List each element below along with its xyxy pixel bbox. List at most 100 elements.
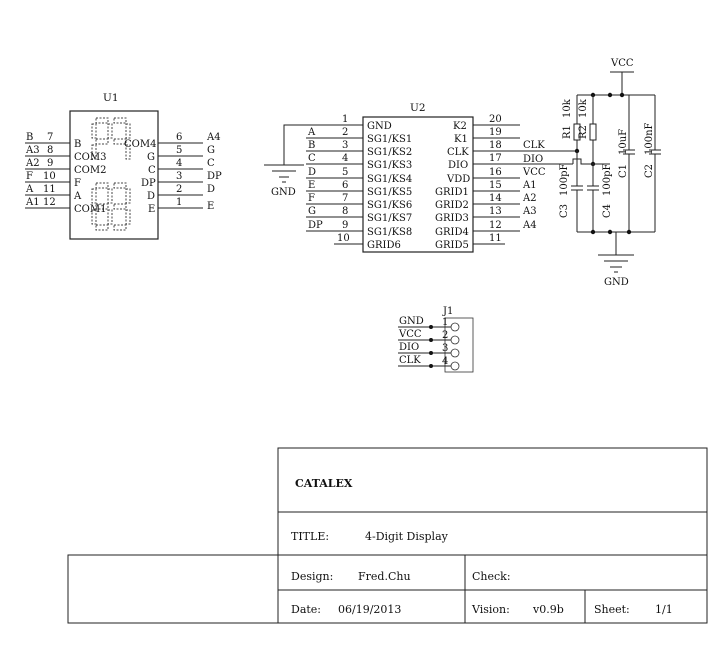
svg-text:10uF: 10uF	[618, 129, 629, 155]
u2-pin-7: F 7 SG1/KS6	[306, 193, 412, 211]
capacitor-c2: C2 100nF	[644, 95, 661, 232]
svg-text:10k: 10k	[578, 98, 589, 118]
svg-text:16: 16	[489, 167, 502, 178]
svg-text:1: 1	[176, 197, 182, 208]
passive-gnd-label: GND	[604, 277, 629, 288]
company-name: CATALEX	[295, 477, 353, 490]
j1-pin-4: CLK 4	[398, 355, 460, 371]
u2-pin-11: GRID5 11	[435, 233, 505, 251]
u2-pin-12: GRID4 12 A4	[435, 220, 537, 238]
svg-text:COM3: COM3	[74, 152, 106, 163]
svg-text:7: 7	[342, 193, 348, 204]
svg-text:K2: K2	[453, 121, 467, 132]
svg-text:DIO: DIO	[399, 342, 419, 353]
svg-text:F: F	[74, 178, 81, 189]
svg-text:1: 1	[442, 317, 448, 328]
title-block: CATALEX TITLE: 4-Digit Display Design: F…	[67, 447, 708, 624]
svg-text:10: 10	[43, 171, 56, 182]
j1-pin-1: GND 1	[398, 316, 460, 332]
svg-text:C: C	[207, 158, 215, 169]
svg-text:CLK: CLK	[447, 147, 469, 158]
svg-text:A1: A1	[522, 180, 537, 191]
svg-text:GRID4: GRID4	[435, 227, 469, 238]
svg-text:3: 3	[176, 171, 182, 182]
svg-text:DIO: DIO	[523, 154, 543, 165]
svg-text:3: 3	[342, 140, 348, 151]
j1-connector: J1 GND 1 VCC 2 DIO 3 CLK 4	[398, 306, 474, 373]
svg-text:3: 3	[442, 343, 448, 354]
svg-text:B: B	[308, 140, 315, 151]
sheet-label: Sheet:	[594, 603, 630, 616]
svg-text:COM2: COM2	[74, 165, 106, 176]
svg-text:E: E	[148, 204, 155, 215]
svg-text:4: 4	[342, 153, 348, 164]
title-label: TITLE:	[291, 530, 329, 543]
u1-pin-10: F 10 F	[25, 171, 81, 189]
svg-text:8: 8	[47, 145, 53, 156]
svg-text:A4: A4	[522, 220, 537, 231]
svg-text:17: 17	[489, 153, 502, 164]
capacitor-c1: C1 10uF	[618, 95, 635, 232]
title-block-frame	[277, 447, 708, 624]
svg-text:GRID1: GRID1	[435, 187, 469, 198]
svg-text:6: 6	[342, 180, 348, 191]
svg-text:C: C	[308, 153, 316, 164]
u2-pin-3: B 3 SG1/KS2	[306, 140, 412, 158]
u2-left-pins: 1 GND A 2 SG1/KS1 B 3 SG1/KS2 C 4 SG1/KS…	[306, 114, 412, 251]
u2-driver-ic: U2 1 GND A 2 SG1/KS1 B 3 SG1/KS2	[264, 102, 577, 253]
u1-pin-9: A2 9 COM2	[25, 158, 106, 176]
j1-ref: J1	[442, 306, 453, 317]
u1-digit-upper	[91, 117, 131, 160]
svg-text:4: 4	[176, 158, 182, 169]
svg-text:5: 5	[342, 167, 348, 178]
u2-pin-14: GRID2 14 A2	[435, 193, 537, 211]
svg-text:100pF: 100pF	[559, 164, 570, 196]
svg-text:COM1: COM1	[74, 204, 106, 215]
vision-label: Vision:	[471, 603, 510, 616]
u2-pin-18: CLK 18 CLK	[447, 140, 577, 158]
svg-text:VCC: VCC	[398, 329, 422, 340]
svg-text:1: 1	[342, 114, 348, 125]
svg-text:VCC: VCC	[522, 167, 546, 178]
j1-pin-3: DIO 3	[398, 342, 460, 358]
svg-text:SG1/KS2: SG1/KS2	[367, 147, 412, 158]
u1-pin-5: G 5 G	[147, 145, 215, 163]
svg-text:GND: GND	[399, 316, 424, 327]
u1-pin-3: DP 3 DP	[141, 171, 222, 189]
svg-text:G: G	[147, 152, 155, 163]
j1-body	[444, 317, 474, 373]
svg-text:9: 9	[342, 220, 348, 231]
svg-text:GND: GND	[367, 121, 392, 132]
u2-pin-20: K2 20	[453, 114, 520, 132]
svg-text:A2: A2	[25, 158, 40, 169]
svg-text:R1: R1	[562, 125, 573, 139]
capacitor-c4: C4 100pF	[587, 164, 613, 232]
svg-text:12: 12	[43, 197, 56, 208]
svg-text:DP: DP	[141, 178, 156, 189]
svg-text:GRID6: GRID6	[367, 240, 401, 251]
u2-gnd-label: GND	[271, 187, 296, 198]
svg-text:A3: A3	[522, 206, 537, 217]
svg-text:SG1/KS4: SG1/KS4	[367, 174, 412, 185]
u2-gnd-wire	[283, 124, 306, 165]
title-block-left-cell	[67, 554, 279, 624]
svg-text:20: 20	[489, 114, 502, 125]
u2-pin-9: DP 9 SG1/KS8	[306, 220, 412, 238]
svg-text:A4: A4	[206, 132, 221, 143]
u2-pin-10: 10 GRID6	[334, 233, 401, 251]
u1-pin-2: D 2 D	[147, 184, 215, 202]
svg-text:DP: DP	[207, 171, 222, 182]
svg-text:CLK: CLK	[399, 355, 421, 366]
svg-text:19: 19	[489, 127, 502, 138]
svg-text:11: 11	[43, 184, 56, 195]
svg-text:G: G	[308, 206, 316, 217]
svg-text:SG1/KS5: SG1/KS5	[367, 187, 412, 198]
svg-text:A1: A1	[25, 197, 40, 208]
u2-body	[362, 116, 474, 253]
sheet-value: 1/1	[655, 603, 673, 616]
svg-text:CLK: CLK	[523, 140, 545, 151]
u2-pin-1: 1 GND	[306, 114, 392, 132]
svg-text:12: 12	[489, 220, 502, 231]
date-value: 06/19/2013	[338, 603, 401, 616]
